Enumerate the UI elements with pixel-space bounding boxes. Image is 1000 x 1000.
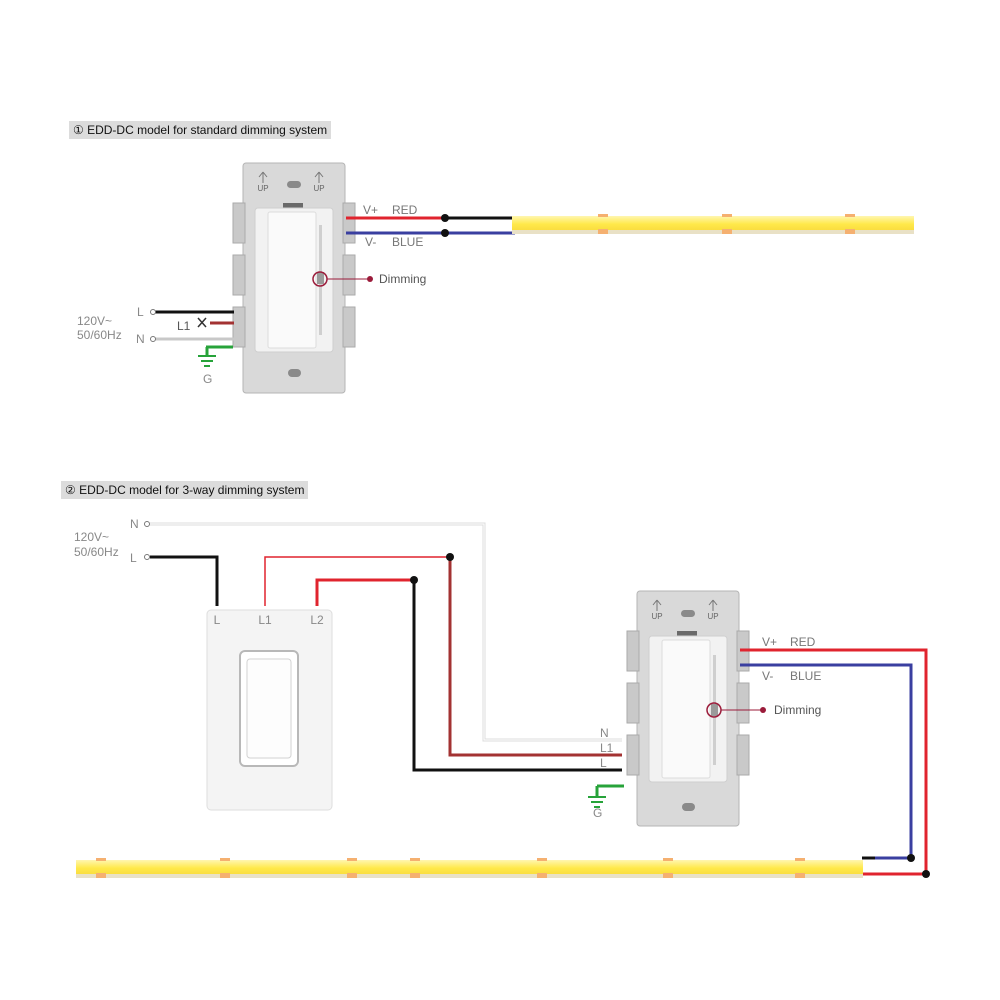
section-2-blue-label: BLUE (790, 669, 821, 683)
three-way-switch-toggle (246, 658, 292, 759)
section-1-cap-x-icon (197, 317, 207, 328)
section-1-blue-label: BLUE (392, 235, 423, 249)
dimmer-1-paddle (267, 211, 317, 349)
dimmer-1-up-arrow-left-icon (258, 171, 268, 183)
section-2-line-label: L (130, 551, 137, 565)
section-1-title: ① EDD-DC model for standard dimming syst… (69, 121, 332, 139)
section-1-line-label: L (137, 305, 144, 319)
section-1-ground-icon (198, 355, 216, 367)
dimmer-2-mount-clip (677, 631, 697, 638)
dimmer-2-up-left-label: UP (651, 612, 662, 621)
switch-terminal-l: L (214, 613, 221, 627)
dimmer-1-up-left-label: UP (257, 184, 268, 193)
section-2-voltage-label: 120V~ (74, 530, 109, 544)
section-1-neutral-label: N (136, 332, 145, 346)
switch-terminal-l1: L1 (258, 613, 272, 627)
section-2-vplus-label: V+ (762, 635, 777, 649)
section-1-vplus-label: V+ (363, 203, 378, 217)
dimmer-1-slider-knob (317, 272, 324, 284)
section-1-red-label: RED (392, 203, 418, 217)
dimmer-1-up-arrow-right-icon (314, 171, 324, 183)
section-1-supply-wires (153, 310, 234, 356)
section-1-voltage-label: 120V~ (77, 314, 112, 328)
section-1-diagram: UP UP V+ RED V- BLUE (77, 162, 914, 394)
dimmer-1-mount-clip (283, 203, 303, 210)
dimmer-1-up-right-label: UP (313, 184, 324, 193)
section-2-led-strip (76, 858, 863, 878)
section-2-neutral-label: N (130, 517, 139, 531)
section-2-ground-label: G (593, 806, 602, 820)
dimmer-2-dimming-label: Dimming (774, 703, 821, 717)
switch-terminal-l2: L2 (310, 613, 324, 627)
dimmer-2-up-arrow-right-icon (708, 599, 718, 611)
section-2-diagram: L L1 L2 (74, 517, 930, 878)
dimmer-2-terminal-l1: L1 (600, 741, 614, 755)
dimmer-2-paddle (661, 639, 711, 779)
section-1-output-wires (346, 214, 515, 237)
section-1-vminus-label: V- (365, 235, 376, 249)
section-2-red-label: RED (790, 635, 816, 649)
section-1-ground-label: G (203, 372, 212, 386)
dimmer-1-dimming-label: Dimming (379, 272, 426, 286)
section-2-wires (150, 522, 624, 797)
dimmer-2-up-arrow-left-icon (652, 599, 662, 611)
section-1-led-strip (512, 214, 914, 234)
section-2-vminus-label: V- (762, 669, 773, 683)
section-2-output-wires (740, 648, 928, 876)
dimmer-2-slider-knob (711, 704, 718, 716)
section-2-ground-icon (588, 796, 606, 808)
dimmer-2-terminal-n: N (600, 726, 609, 740)
section-1-frequency-label: 50/60Hz (77, 328, 122, 342)
section-1-load-label: L1 (177, 319, 191, 333)
dimmer-2-up-right-label: UP (707, 612, 718, 621)
dimmer-2-terminal-l: L (600, 756, 607, 770)
section-2-frequency-label: 50/60Hz (74, 545, 119, 559)
section-2-title: ② EDD-DC model for 3-way dimming system (61, 481, 309, 499)
